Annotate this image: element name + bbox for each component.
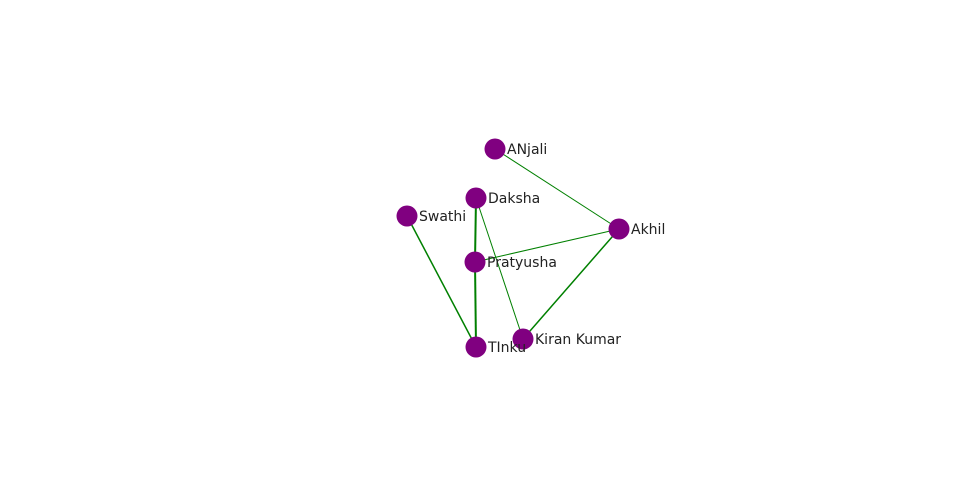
node-label: TInku (487, 340, 526, 356)
node-label: ANjali (507, 142, 547, 158)
edge-swathi-tinku (406, 215, 477, 348)
node-label: Pratyusha (487, 255, 557, 271)
edge-pratyusha-tinku (474, 261, 477, 348)
node-marker[interactable] (484, 138, 506, 160)
node-marker[interactable] (512, 328, 534, 350)
node-daksha[interactable]: Daksha (465, 187, 541, 209)
edge-akhil-kiran (522, 228, 620, 340)
node-marker[interactable] (396, 205, 418, 227)
node-swathi[interactable]: Swathi (396, 205, 467, 227)
edges-layer (406, 148, 620, 348)
edge-pratyusha-akhil (474, 228, 620, 263)
node-label: Swathi (419, 209, 466, 225)
node-marker[interactable] (465, 336, 487, 358)
node-kiran[interactable]: Kiran Kumar (512, 328, 622, 350)
edge-anjali-akhil (494, 148, 620, 230)
node-label: Daksha (488, 191, 540, 207)
node-tinku[interactable]: TInku (465, 336, 527, 358)
node-label: Kiran Kumar (535, 332, 621, 348)
node-pratyusha[interactable]: Pratyusha (464, 251, 557, 273)
node-label: Akhil (631, 222, 665, 238)
node-marker[interactable] (464, 251, 486, 273)
edge-daksha-pratyusha (474, 197, 477, 263)
node-akhil[interactable]: Akhil (608, 218, 666, 240)
edge-daksha-kiran (475, 197, 524, 340)
node-anjali[interactable]: ANjali (484, 138, 548, 160)
node-marker[interactable] (465, 187, 487, 209)
node-marker[interactable] (608, 218, 630, 240)
